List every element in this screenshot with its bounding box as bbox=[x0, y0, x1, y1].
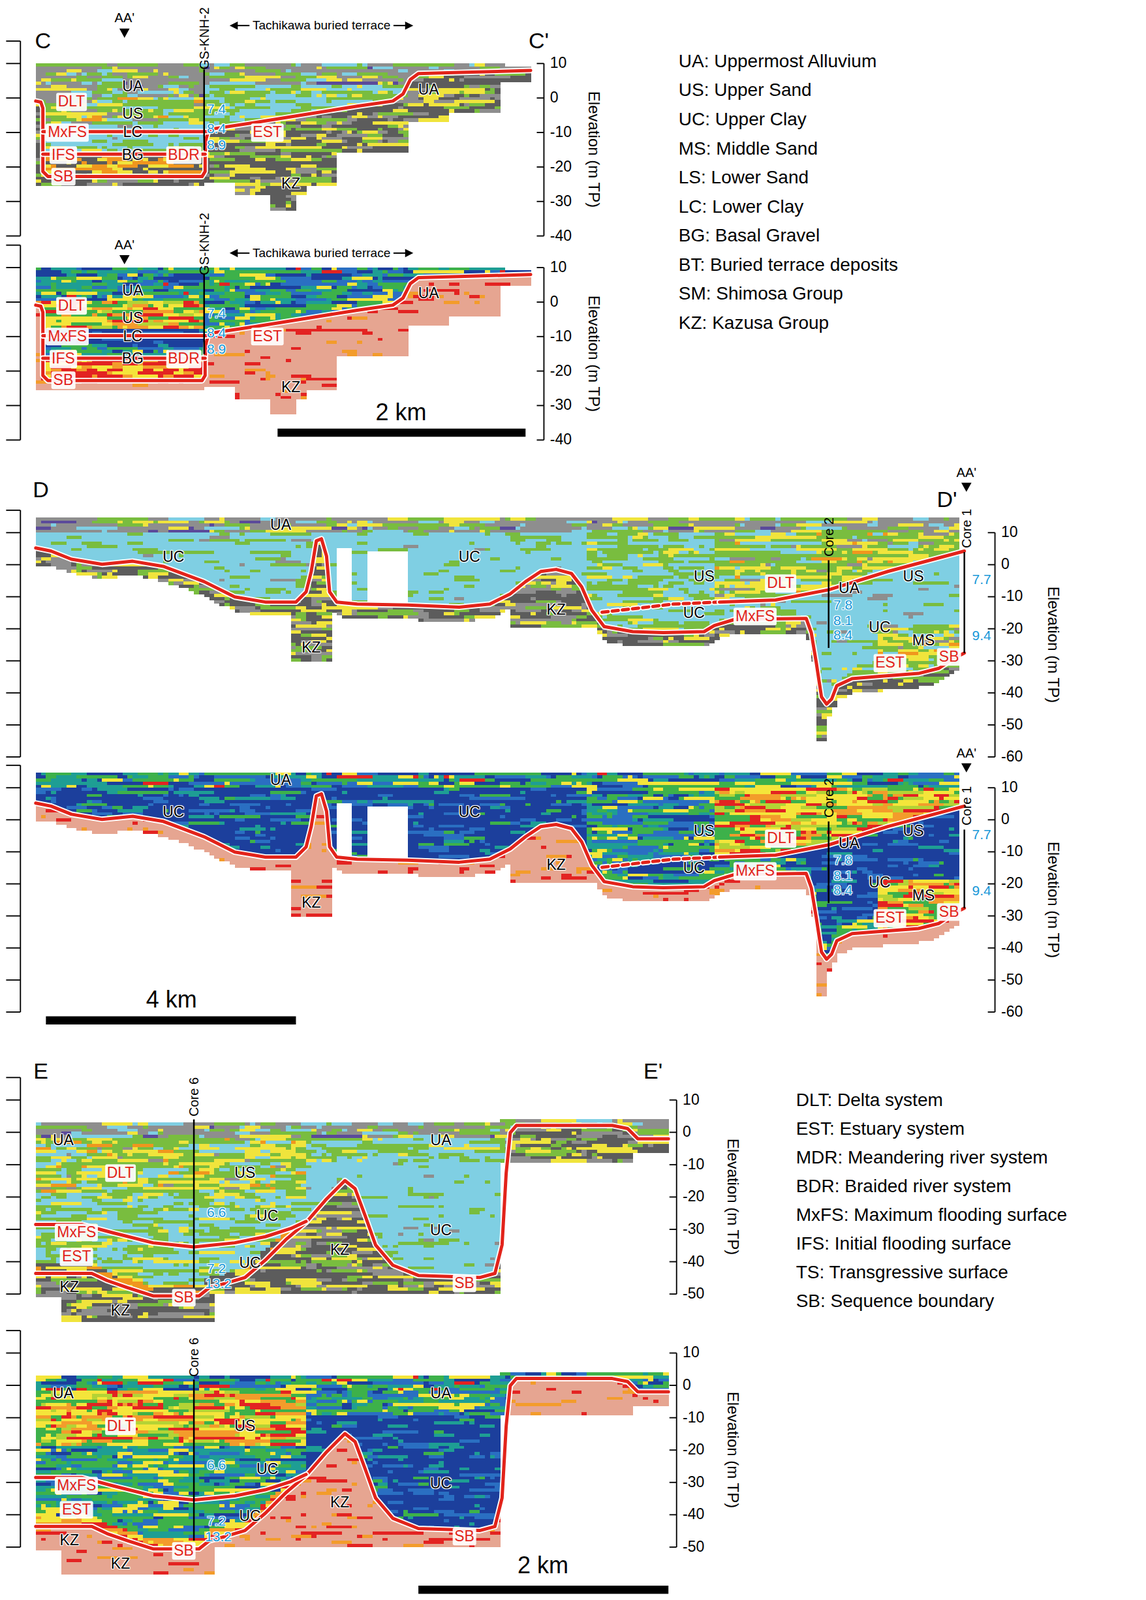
figure-root: CAA'GS-KNH-2Tachikawa buried terraceC'UA… bbox=[0, 0, 1146, 1600]
